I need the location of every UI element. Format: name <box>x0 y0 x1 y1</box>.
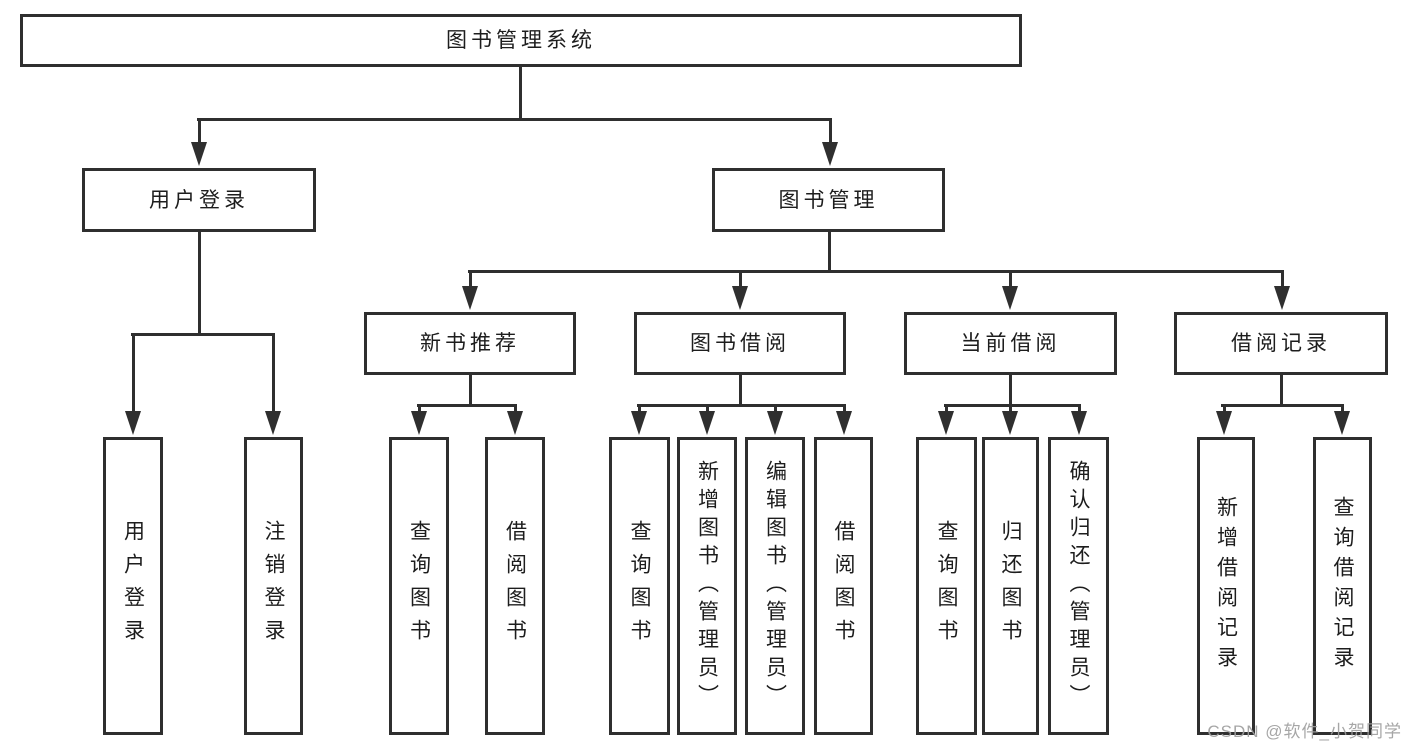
node-borrow-records: 借阅记录 <box>1174 312 1388 375</box>
connector-line <box>1340 405 1344 413</box>
node-leaf-add-borrow-record: 新增借阅记录 <box>1197 437 1255 735</box>
node-book-borrow: 图书借阅 <box>634 312 846 375</box>
connector-line <box>637 403 846 407</box>
node-user-login: 用户登录 <box>82 168 316 232</box>
connector-line <box>842 405 846 413</box>
connector-line <box>1008 405 1012 413</box>
connector-line <box>705 405 709 413</box>
arrowhead-down-icon <box>822 142 838 166</box>
connector-line <box>1008 271 1012 288</box>
connector-line <box>197 232 201 336</box>
connector-line <box>468 271 472 288</box>
connector-line <box>738 375 742 407</box>
arrowhead-down-icon <box>767 411 783 435</box>
connector-line <box>1280 271 1284 288</box>
connector-line <box>828 119 832 144</box>
connector-line <box>944 405 948 413</box>
arrowhead-down-icon <box>191 142 207 166</box>
arrowhead-down-icon <box>462 286 478 310</box>
node-leaf-user-login: 用户登录 <box>103 437 163 735</box>
connector-line <box>738 271 742 288</box>
connector-line <box>637 405 641 413</box>
node-leaf-borrow-books: 借阅图书 <box>814 437 873 735</box>
connector-line <box>417 405 421 413</box>
csdn-watermark: CSDN @软件_小贺同学 <box>1207 722 1402 741</box>
connector-line <box>1008 375 1012 407</box>
arrowhead-down-icon <box>1071 411 1087 435</box>
connector-line <box>1222 405 1226 413</box>
arrowhead-down-icon <box>699 411 715 435</box>
connector-line <box>513 405 517 413</box>
arrowhead-down-icon <box>1334 411 1350 435</box>
arrowhead-down-icon <box>507 411 523 435</box>
connector-line <box>1077 405 1081 413</box>
arrowhead-down-icon <box>836 411 852 435</box>
arrowhead-down-icon <box>1002 411 1018 435</box>
arrowhead-down-icon <box>125 411 141 435</box>
connector-line <box>1221 403 1344 407</box>
connector-line <box>468 375 472 407</box>
node-leaf-confirm-return-admin: 确认归还（管理员） <box>1048 437 1109 735</box>
connector-line <box>131 334 135 413</box>
connector-line <box>518 67 522 121</box>
node-current-borrow: 当前借阅 <box>904 312 1117 375</box>
node-leaf-borrow-books-rec: 借阅图书 <box>485 437 545 735</box>
arrowhead-down-icon <box>732 286 748 310</box>
node-book-mgmt: 图书管理 <box>712 168 945 232</box>
connector-line <box>827 232 831 273</box>
arrowhead-down-icon <box>265 411 281 435</box>
connector-line <box>131 332 275 336</box>
node-leaf-query-books-rec: 查询图书 <box>389 437 449 735</box>
arrowhead-down-icon <box>1216 411 1232 435</box>
arrowhead-down-icon <box>411 411 427 435</box>
node-leaf-add-books-admin: 新增图书（管理员） <box>677 437 737 735</box>
node-leaf-logout: 注销登录 <box>244 437 303 735</box>
connector-line <box>197 119 201 144</box>
node-root: 图书管理系统 <box>20 14 1022 67</box>
node-leaf-query-books-current: 查询图书 <box>916 437 977 735</box>
arrowhead-down-icon <box>1002 286 1018 310</box>
node-leaf-edit-books-admin: 编辑图书（管理员） <box>745 437 805 735</box>
arrowhead-down-icon <box>631 411 647 435</box>
connector-line <box>1279 375 1283 407</box>
connector-line <box>197 117 832 121</box>
arrowhead-down-icon <box>1274 286 1290 310</box>
node-leaf-return-books: 归还图书 <box>982 437 1039 735</box>
connector-line <box>417 403 517 407</box>
connector-line <box>468 269 1284 273</box>
node-new-book-rec: 新书推荐 <box>364 312 576 375</box>
node-leaf-query-books-borrow: 查询图书 <box>609 437 670 735</box>
connector-line <box>271 334 275 413</box>
node-leaf-query-borrow-record: 查询借阅记录 <box>1313 437 1372 735</box>
connector-line <box>773 405 777 413</box>
arrowhead-down-icon <box>938 411 954 435</box>
connector-line <box>944 403 1081 407</box>
